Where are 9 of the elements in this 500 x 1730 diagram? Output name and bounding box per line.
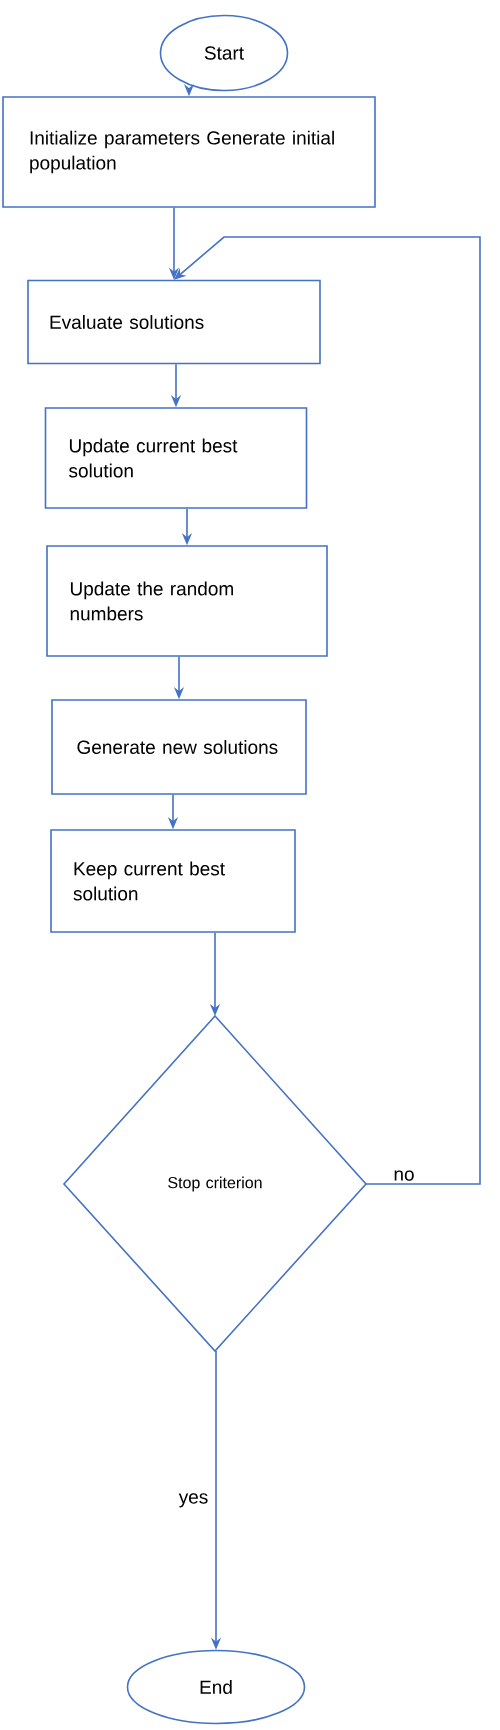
process-box: Initialize parameters Generate initial population xyxy=(2,96,376,208)
edge-label: yes xyxy=(177,1492,210,1509)
process-box: Update current best solution xyxy=(44,407,308,509)
process-box: Evaluate solutions xyxy=(27,279,321,365)
arrow xyxy=(174,236,481,1185)
process-box: Update the random numbers xyxy=(46,545,328,657)
process-box: Generate new solutions xyxy=(51,699,307,795)
edge-label: no xyxy=(392,1169,416,1182)
process-box: Keep current best solution xyxy=(50,829,296,933)
